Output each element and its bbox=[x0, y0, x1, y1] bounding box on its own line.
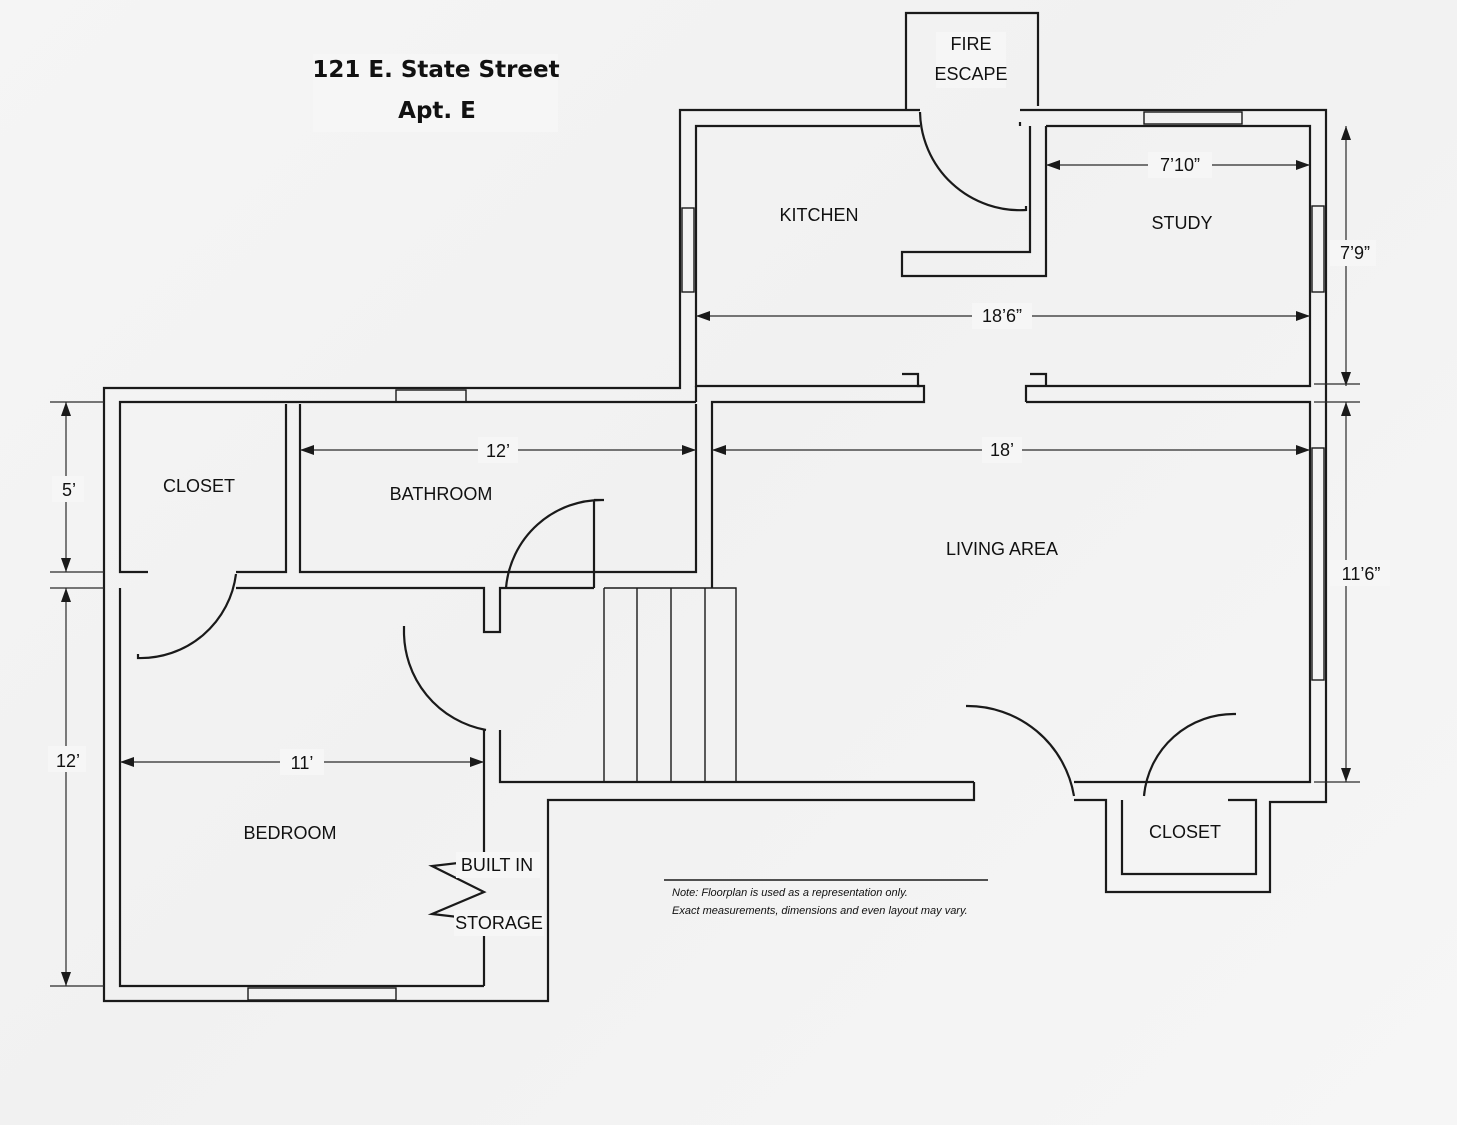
label-storage: STORAGE bbox=[455, 913, 543, 933]
arrow bbox=[61, 402, 71, 416]
fire-escape-door bbox=[918, 111, 1028, 212]
arrow bbox=[1296, 445, 1310, 455]
hall-wall-upper bbox=[236, 586, 594, 634]
arrow bbox=[61, 588, 71, 602]
dim-living-depth: 11’6” bbox=[1342, 564, 1381, 584]
arrow bbox=[712, 445, 726, 455]
outer-wall-west bbox=[102, 108, 976, 1003]
study-window bbox=[1143, 111, 1243, 125]
dim-bathroom-width: 12’ bbox=[486, 441, 510, 461]
label-fire-escape-line1: FIRE bbox=[950, 34, 991, 54]
arrow bbox=[696, 311, 710, 321]
bathroom-door bbox=[504, 498, 605, 589]
dimension-lines bbox=[50, 126, 1360, 987]
arrow bbox=[300, 445, 314, 455]
arrow bbox=[470, 757, 484, 767]
living-east-wall bbox=[1026, 372, 1312, 784]
title-background bbox=[313, 54, 558, 132]
dim-closet-depth: 5’ bbox=[62, 480, 76, 500]
closet-bottom-door bbox=[1142, 712, 1237, 797]
arrow bbox=[61, 972, 71, 986]
arrow bbox=[1046, 160, 1060, 170]
kitchen-window bbox=[681, 207, 695, 293]
living-north-wall-stub bbox=[710, 372, 926, 588]
study-east-window bbox=[1311, 205, 1325, 293]
living-window bbox=[1311, 447, 1325, 681]
dim-bedroom-width: 11’ bbox=[291, 753, 314, 773]
arrow bbox=[682, 445, 696, 455]
bathroom-wall bbox=[298, 404, 698, 574]
arrow bbox=[61, 558, 71, 572]
closet-top-left-wall bbox=[118, 404, 484, 988]
disclaimer-note: Note: Floorplan is used as a representat… bbox=[664, 879, 988, 917]
label-fire-escape-line2: ESCAPE bbox=[934, 64, 1007, 84]
stairs bbox=[603, 587, 737, 782]
dim-living-width: 18’ bbox=[990, 440, 1014, 460]
note-line1: Note: Floorplan is used as a representat… bbox=[672, 887, 908, 899]
fire-escape-wall bbox=[904, 11, 1040, 110]
arrow bbox=[1341, 126, 1351, 140]
outer-wall-east bbox=[1020, 108, 1328, 894]
label-bathroom: BATHROOM bbox=[390, 484, 493, 504]
storage-bifold-doors bbox=[427, 858, 487, 922]
dim-study-width: 7’10” bbox=[1160, 155, 1200, 175]
dim-bedroom-depth: 12’ bbox=[56, 751, 80, 771]
living-south-wall bbox=[498, 730, 974, 784]
note-line2: Exact measurements, dimensions and even … bbox=[672, 905, 968, 917]
dimension-labels: 7’10” 7’9” 18’6” 12’ 18’ 11’6” 5’ 12’ 11… bbox=[48, 152, 1390, 775]
kitchen-study-partition bbox=[900, 122, 1048, 278]
study-inner-wall bbox=[1024, 124, 1312, 402]
arrow bbox=[1341, 402, 1351, 416]
arrow bbox=[1296, 311, 1310, 321]
dim-study-depth: 7’9” bbox=[1340, 243, 1370, 263]
bathroom-window bbox=[395, 389, 467, 403]
arrow bbox=[120, 757, 134, 767]
closet-door bbox=[136, 573, 238, 660]
arrow bbox=[1296, 160, 1310, 170]
dim-kitchen-study-width: 18’6” bbox=[982, 306, 1022, 326]
label-closet-bottom: CLOSET bbox=[1149, 822, 1221, 842]
arrow bbox=[1341, 372, 1351, 386]
windows bbox=[247, 111, 1325, 1001]
bedroom-door bbox=[402, 626, 487, 732]
title-block: 121 E. State Street Apt. E bbox=[312, 54, 560, 132]
stair-treads bbox=[603, 587, 737, 782]
label-kitchen: KITCHEN bbox=[779, 205, 858, 225]
doors bbox=[136, 111, 1237, 922]
kitchen-inner-wall bbox=[694, 124, 920, 388]
arrow bbox=[1341, 768, 1351, 782]
title-address: 121 E. State Street bbox=[312, 57, 559, 83]
walls bbox=[102, 11, 1328, 1003]
room-labels: FIRE ESCAPE KITCHEN STUDY CLOSET BATHROO… bbox=[163, 32, 1221, 936]
title-unit: Apt. E bbox=[398, 98, 476, 124]
label-study: STUDY bbox=[1151, 213, 1212, 233]
closet-bottom-wall bbox=[1120, 798, 1258, 876]
bedroom-window bbox=[247, 987, 397, 1001]
label-closet-top: CLOSET bbox=[163, 476, 235, 496]
entry-door bbox=[965, 704, 1076, 797]
label-living-area: LIVING AREA bbox=[946, 539, 1058, 559]
label-bedroom: BEDROOM bbox=[243, 823, 336, 843]
label-built-in: BUILT IN bbox=[461, 855, 533, 875]
